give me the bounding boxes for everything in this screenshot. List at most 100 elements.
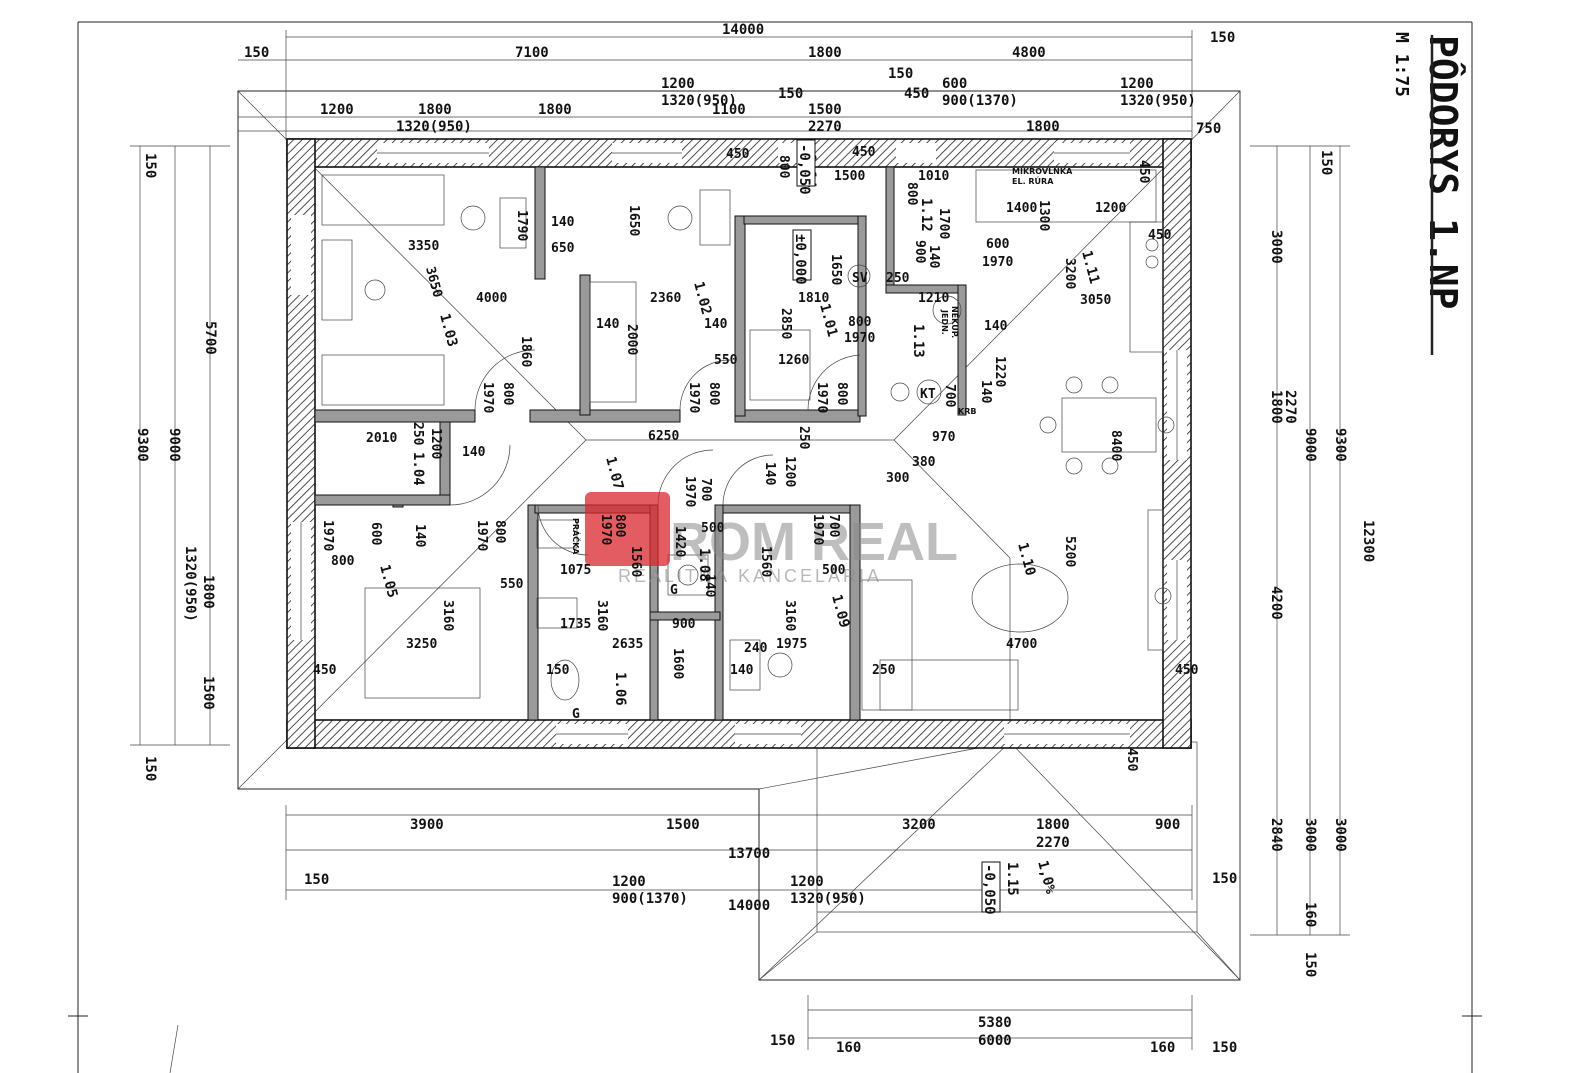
dim: 2270	[1282, 390, 1298, 424]
room-number: 1.01	[816, 302, 840, 339]
room-number: 1.08	[696, 548, 712, 582]
dim: 3900	[410, 817, 444, 833]
dim: 600	[986, 237, 1010, 252]
dim: 1560	[628, 546, 643, 577]
dim: 1500	[200, 676, 216, 710]
dim: 2270	[1036, 835, 1070, 851]
dim: 1860	[518, 336, 533, 367]
dim: 150	[142, 756, 158, 781]
label-oven: EL. RÚRA	[1012, 175, 1054, 186]
dim: 3000	[1302, 818, 1318, 852]
dim: 3050	[1080, 293, 1111, 308]
dim: 800	[904, 182, 919, 206]
dim: 1975	[776, 637, 807, 652]
dim: 1320(950)	[396, 119, 472, 135]
dim: 1200	[782, 456, 797, 487]
dim: 5380	[978, 1015, 1012, 1031]
label-kt: KT	[920, 387, 936, 402]
top-dimensions: 14000 150 7100 1800 4800 150 1200 1320(9…	[244, 22, 1235, 137]
dim: 7100	[515, 45, 549, 61]
dim: 450	[1124, 748, 1139, 772]
dim: 140	[596, 317, 620, 332]
dim: 160	[1302, 902, 1318, 927]
dim: 9300	[134, 428, 150, 462]
dim: 250	[872, 663, 896, 678]
bottom-dimensions: 3900 1500 3200 1800 900 2270 13700 150 1…	[304, 817, 1237, 1056]
dim: 450	[852, 145, 876, 160]
dim: 1500	[666, 817, 700, 833]
dim: 2270	[808, 119, 842, 135]
dim: 140	[412, 524, 427, 548]
dim: 550	[500, 577, 524, 592]
dim: 150	[1302, 952, 1318, 977]
dim: 1800	[808, 45, 842, 61]
dim: 1100	[712, 102, 746, 118]
dim: 2010	[366, 431, 397, 446]
watermark: ROM REAL REALITNÁ KANCELÁRIA	[585, 492, 958, 586]
dim: 140	[762, 462, 777, 486]
dim: 900	[672, 617, 696, 632]
dim: 6000	[978, 1033, 1012, 1049]
dim: 150	[1210, 30, 1235, 46]
level-main: ±0,000	[792, 234, 808, 285]
dim: 1800	[1036, 817, 1070, 833]
dim: 150	[142, 153, 158, 178]
label-sv: SV	[852, 271, 868, 286]
dim: 1260	[778, 353, 809, 368]
label-krb: KRB	[958, 407, 976, 416]
room-number: 1.15	[1004, 862, 1020, 896]
dim: 1400	[1006, 201, 1037, 216]
dim: 12300	[1360, 520, 1376, 562]
label-unit: JEDN.	[940, 309, 949, 335]
dim: 1700	[936, 208, 951, 239]
dim: 1420	[672, 526, 687, 557]
dim: 1970	[982, 255, 1013, 270]
room-number: 1.04	[410, 452, 426, 486]
dim: 450	[726, 147, 750, 162]
dim: 140	[730, 663, 754, 678]
dim: 9000	[166, 428, 182, 462]
label-gas: G	[670, 583, 678, 598]
dim: 240	[744, 641, 768, 656]
dim: 1500	[834, 169, 865, 184]
room-number: 1.02	[690, 280, 714, 317]
dim: 1970	[810, 514, 825, 545]
door-swings	[449, 349, 861, 556]
dim: 450	[1175, 663, 1199, 678]
level-marks: -0,050 ±0,000 -0,050 1,0%	[792, 139, 1058, 915]
dim: 1075	[560, 563, 591, 578]
dim: 9300	[1332, 428, 1348, 462]
level-terrace: -0,050	[981, 864, 997, 915]
dim: 2840	[1268, 818, 1284, 852]
dim: 150	[1318, 150, 1334, 175]
level-entrance: -0,050	[796, 144, 812, 195]
dim: 1320(950)	[661, 93, 737, 109]
room-number: 1.06	[612, 672, 628, 706]
dim: 2360	[650, 291, 681, 306]
dim: 1800	[538, 102, 572, 118]
dim: 300	[886, 471, 910, 486]
dim: 600	[368, 522, 383, 546]
dim: 450	[904, 86, 929, 102]
dim: 1200	[1120, 76, 1154, 92]
right-dimensions: 150 3000 1800 2270 9000 9300 4200 12300 …	[1268, 150, 1376, 977]
dim: 1970	[320, 520, 335, 551]
dim: 800	[331, 554, 355, 569]
dim: 1010	[918, 169, 949, 184]
label-gas: G	[572, 707, 580, 722]
dim: 3160	[440, 600, 455, 631]
exterior-walls	[286, 138, 1192, 749]
dim: 1200	[661, 76, 695, 92]
dim: 1800	[1268, 390, 1284, 424]
room-number: 1.03	[436, 312, 460, 349]
dim: 150	[888, 66, 913, 82]
dim: 450	[313, 663, 337, 678]
dim: 900	[1155, 817, 1180, 833]
dim: 1735	[560, 617, 591, 632]
dim: 450	[1148, 228, 1172, 243]
dim: 160	[1150, 1040, 1175, 1056]
dim: 1970	[474, 520, 489, 551]
dim: 380	[912, 455, 936, 470]
dim: 140	[704, 317, 728, 332]
